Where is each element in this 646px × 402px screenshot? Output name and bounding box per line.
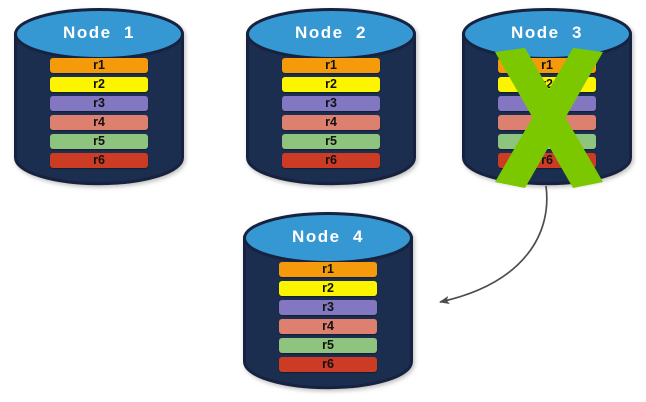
- node-4-row-list: r1 r2 r3 r4 r5 r6: [243, 262, 413, 376]
- node-2-row-r3[interactable]: r3: [282, 96, 380, 111]
- row-label: r3: [322, 300, 334, 315]
- node-2-row-r6[interactable]: r6: [282, 153, 380, 168]
- row-label: r1: [325, 58, 337, 73]
- node-4-row-r5[interactable]: r5: [279, 338, 377, 353]
- row-label: r1: [322, 262, 334, 277]
- node-4-row-r2[interactable]: r2: [279, 281, 377, 296]
- node-2-row-r4[interactable]: r4: [282, 115, 380, 130]
- node-1-row-r4[interactable]: r4: [50, 115, 148, 130]
- row-label: r3: [325, 96, 337, 111]
- node-1-row-r3[interactable]: r3: [50, 96, 148, 111]
- node-4-row-r4[interactable]: r4: [279, 319, 377, 334]
- row-label: r6: [93, 153, 105, 168]
- node-2-row-list: r1 r2 r3 r4 r5 r6: [246, 58, 416, 172]
- row-label: r2: [325, 77, 337, 92]
- node-4-row-r6[interactable]: r6: [279, 357, 377, 372]
- node-1-row-r1[interactable]: r1: [50, 58, 148, 73]
- row-label: r6: [325, 153, 337, 168]
- node-4-row-r3[interactable]: r3: [279, 300, 377, 315]
- node-1-row-r2[interactable]: r2: [50, 77, 148, 92]
- row-label: r4: [325, 115, 337, 130]
- node-1-row-r5[interactable]: r5: [50, 134, 148, 149]
- row-label: r4: [322, 319, 334, 334]
- row-label: r3: [93, 96, 105, 111]
- row-label: r5: [325, 134, 337, 149]
- row-label: r6: [322, 357, 334, 372]
- node-1-row-list: r1 r2 r3 r4 r5 r6: [14, 58, 184, 172]
- node-2-row-r2[interactable]: r2: [282, 77, 380, 92]
- row-label: r5: [93, 134, 105, 149]
- node-2-row-r5[interactable]: r5: [282, 134, 380, 149]
- node-2-row-r1[interactable]: r1: [282, 58, 380, 73]
- row-label: r5: [322, 338, 334, 353]
- row-label: r2: [93, 77, 105, 92]
- node-4-row-r1[interactable]: r1: [279, 262, 377, 277]
- node-1-row-r6[interactable]: r6: [50, 153, 148, 168]
- row-label: r4: [93, 115, 105, 130]
- row-label: r1: [93, 58, 105, 73]
- row-label: r2: [322, 281, 334, 296]
